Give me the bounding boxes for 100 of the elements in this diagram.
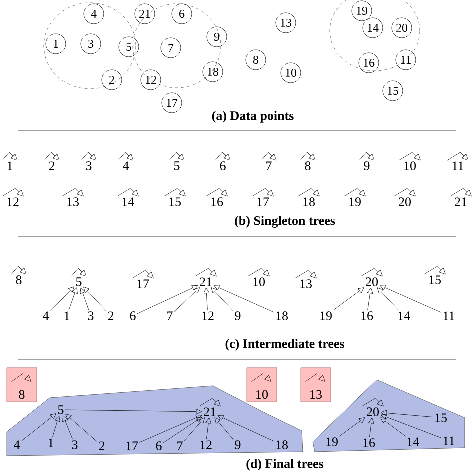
tree-node-label: 21 [200,278,212,286]
tree-node-label: 21 [455,198,467,206]
parent-arrow [174,288,200,312]
parent-arrow [137,285,198,314]
parent-arrow [380,410,434,418]
panel-caption: (c) Intermediate trees [226,339,344,351]
parent-arrow [50,286,74,312]
root-pointer-arrow [12,374,32,382]
root-pointer-arrow [132,270,154,279]
root-box: 13 [300,368,332,402]
tree-node-label: 6 [220,162,226,170]
tree-node-label: 11 [444,312,454,320]
tree-node-label: 5 [174,162,180,170]
root-pointer-arrow [306,374,326,382]
tree-node-label: 8 [305,162,311,170]
root-pointer-arrow [300,152,316,161]
parent-arrow [80,288,90,311]
tree-node-label: 8 [16,276,22,284]
tree-node-label: 2 [49,162,55,170]
panel-caption: (a) Data points [212,111,294,123]
parent-arrow [211,288,234,312]
root-box: 8 [6,368,38,402]
tree-node-label: 3 [88,312,94,320]
parent-arrow [377,288,400,311]
tree-node-label: 12 [8,198,19,206]
tree-node-label: 14 [398,312,410,320]
tree-node-label: 16 [362,312,374,320]
root-pointer-arrow [195,268,217,277]
tree-node-label: 6 [156,442,162,450]
panel-caption: (d) Final trees [246,459,324,471]
root-pointer-arrow [252,374,272,382]
root-box: 10 [246,368,278,402]
root-pointer-arrow [199,398,221,407]
root-pointer-arrow [44,152,60,161]
root-pointer-arrow [81,152,97,161]
tree-node-label: 1 [8,162,12,170]
parent-arrow [140,414,202,443]
tree-node-label: 10 [404,162,416,170]
parent-arrow [367,288,374,311]
parent-arrow [84,286,107,312]
root-pointer-arrow [344,188,366,197]
tree-node-label: 17 [258,198,270,206]
tree-node-label: 13 [300,280,312,288]
tree-node-label: 1 [64,312,70,320]
parent-arrow [380,418,406,437]
parent-arrow [65,408,202,415]
parent-arrow [68,288,78,311]
tree-node-label: 3 [86,162,92,170]
parent-arrow [218,415,274,442]
root-pointer-arrow [2,188,24,197]
tree-node-label: 7 [178,442,183,450]
tree-node-label: 13 [68,198,79,206]
tree-node-label: 2 [108,312,114,320]
root-pointer-arrow [399,152,421,161]
tree-node-label: 2 [99,442,105,450]
tree-node-label: 6 [130,312,136,320]
panel-caption: (b) Singleton trees [235,216,336,228]
parent-arrow [52,416,60,438]
tree-node-label: 14 [408,438,420,446]
root-pointer-arrow [11,266,27,275]
root-pointer-arrow [71,268,87,277]
tree-node-label: 12 [200,440,212,450]
tree-node-label: 17 [126,442,138,450]
tree-node-label: 12 [202,312,214,320]
root-pointer-arrow [117,188,139,197]
parent-arrow [214,418,234,440]
tree-node-label: 18 [276,440,288,450]
root-pointer-arrow [248,268,270,277]
parent-arrow [21,414,56,442]
root-pointer-arrow [164,188,186,197]
parent-arrow [333,288,364,311]
tree-node-label: 21 [204,408,216,416]
tree-node-label: 20 [367,408,379,416]
root-pointer-arrow [450,188,472,197]
root-pointer-arrow [359,152,375,161]
parent-arrow [66,414,98,442]
tree-node-label: 15 [430,276,441,284]
root-pointer-arrow [2,152,18,161]
root-pointer-arrow [362,398,384,407]
root-pointer-arrow [261,152,277,161]
root-pointer-arrow [169,152,185,161]
parent-arrow [380,285,442,313]
root-pointer-arrow [361,268,383,277]
tree-node-label: 11 [452,162,464,170]
tree-node-label: 9 [235,312,241,320]
tree-node-label: 16 [364,438,376,448]
root-pointer-arrow [118,152,134,161]
tree-node-label: 11 [444,436,454,446]
tree-node-label: 20 [366,278,378,286]
tree-node-label: 19 [320,312,332,320]
root-pointer-arrow [215,152,231,161]
tree-node-label: 7 [168,312,173,320]
parent-arrow [184,418,206,442]
root-pointer-arrow [62,188,84,197]
root-pointer-arrow [394,188,416,197]
tree-node-label: 4 [43,312,50,320]
root-pointer-arrow [424,266,446,275]
tree-node-label: 9 [364,162,370,170]
tree-node-label: 10 [254,278,265,286]
parent-arrow [368,418,374,438]
